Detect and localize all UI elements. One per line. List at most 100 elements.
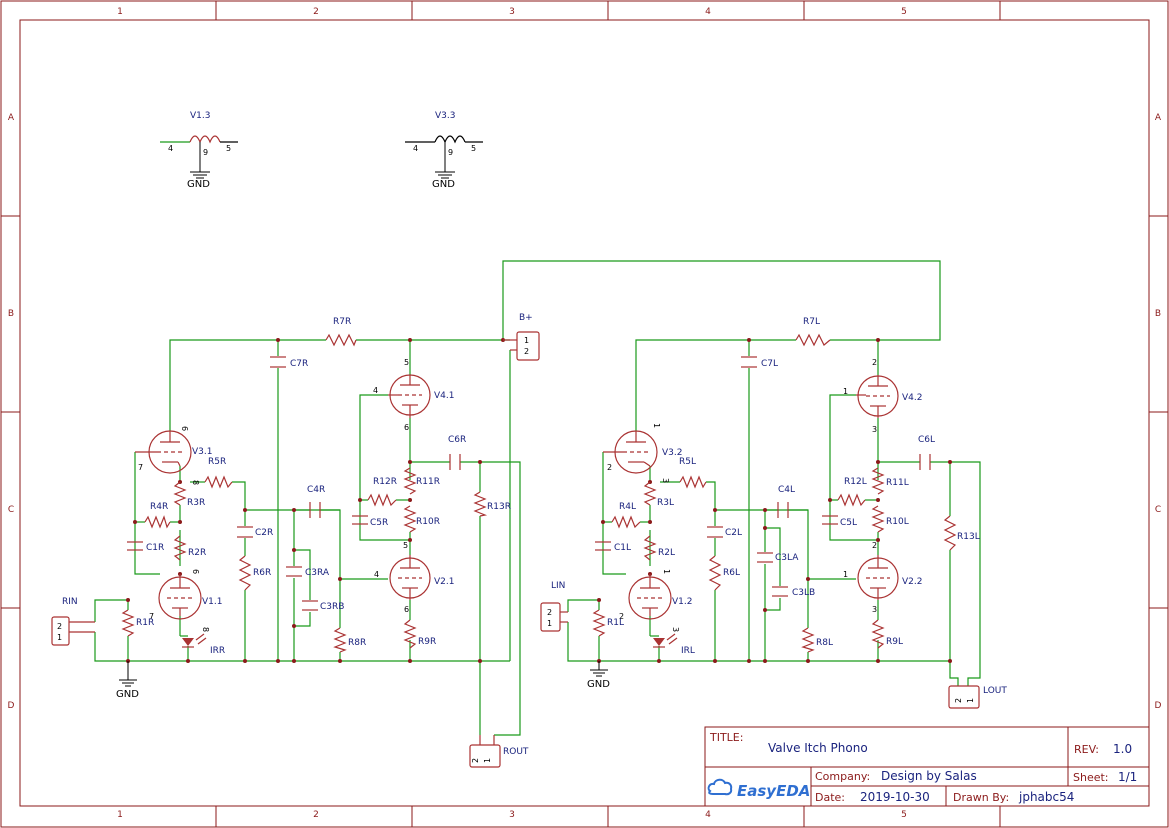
connector-rout[interactable]: ROUT 2 1	[469, 735, 529, 768]
junction-dots	[126, 338, 952, 663]
tube-v1-2[interactable]: V1.2 1 2 3	[619, 569, 692, 632]
part-ref: C5L	[840, 518, 857, 528]
capacitor-c3rb[interactable]: C3RB	[302, 600, 344, 612]
capacitor-c1l[interactable]: C1L	[595, 541, 631, 553]
company-label: Company:	[815, 770, 870, 783]
pin-label: 3	[671, 627, 680, 632]
part-ref: C4L	[778, 485, 795, 495]
part-ref: R9L	[886, 637, 903, 647]
col-label-1-bottom: 1	[117, 810, 123, 820]
row-label-b: B	[8, 309, 14, 319]
capacitor-c7r[interactable]: C7R	[270, 356, 308, 369]
connector-lout[interactable]: LOUT 2 1	[948, 685, 1007, 709]
pin-label: 1	[662, 569, 671, 574]
resistor-r8r[interactable]: R8R	[333, 627, 366, 653]
left-channel-wires	[567, 339, 981, 686]
heater-pin-c: 9	[203, 148, 208, 157]
resistor-r7l[interactable]: R7L	[795, 317, 831, 347]
col-label-5-bottom: 5	[901, 810, 907, 820]
pin-label: 1	[652, 423, 661, 428]
capacitor-c4l[interactable]: C4L	[777, 485, 795, 518]
resistor-r2r[interactable]: R2R	[173, 535, 206, 561]
capacitor-c5l[interactable]: C5L	[822, 515, 857, 528]
resistor-r6r[interactable]: R6R	[238, 555, 271, 591]
capacitor-c3ra[interactable]: C3RA	[286, 566, 330, 578]
pin-label: 2	[57, 622, 62, 631]
capacitor-c5r[interactable]: C5R	[352, 515, 388, 528]
resistor-r13r[interactable]: R13R	[473, 491, 511, 517]
cloud-icon	[707, 778, 733, 796]
resistor-r11l[interactable]: R11L	[871, 467, 909, 495]
resistor-r6l[interactable]: R6L	[708, 555, 740, 591]
pin-label: 7	[149, 612, 154, 621]
rev-label: REV:	[1074, 743, 1099, 756]
capacitor-c4r[interactable]: C4R	[307, 485, 325, 518]
col-label-5: 5	[901, 7, 907, 17]
part-ref: R6L	[723, 568, 740, 578]
pin-label: 6	[404, 423, 409, 432]
column-labels-bottom: 1 2 3 4 5	[117, 810, 907, 820]
resistor-r9l[interactable]: R9L	[871, 619, 903, 649]
capacitor-c7l[interactable]: C7L	[741, 356, 778, 369]
part-ref: R12L	[844, 477, 867, 487]
resistor-r3l[interactable]: R3L	[643, 481, 674, 508]
capacitor-c3la[interactable]: C3LA	[757, 552, 799, 563]
capacitor-c6r[interactable]: C6R	[448, 435, 466, 470]
resistor-r10l[interactable]: R10L	[871, 505, 909, 533]
resistor-r10r[interactable]: R10R	[403, 505, 440, 533]
title-label: TITLE:	[709, 731, 743, 744]
resistor-r4r[interactable]: R4R	[144, 502, 171, 529]
gnd-label: GND	[116, 689, 139, 700]
connector-lin[interactable]: LIN 2 1	[540, 581, 568, 632]
tube-v1-1[interactable]: V1.1 6 7 8	[149, 569, 222, 632]
resistor-r9r[interactable]: R9R	[403, 619, 436, 649]
capacitor-c2r[interactable]: C2R	[237, 526, 273, 538]
resistor-r3r[interactable]: R3R	[173, 481, 205, 508]
resistor-r2l[interactable]: R2L	[643, 535, 675, 561]
part-ref: C3LB	[792, 588, 815, 598]
pin-label: 6	[180, 426, 189, 431]
resistor-r5l[interactable]: R5L	[679, 457, 707, 489]
resistor-r8l[interactable]: R8L	[801, 627, 833, 653]
tube-v4-1[interactable]: V4.1 5 4 6	[373, 358, 454, 432]
resistor-r12r[interactable]: R12R	[367, 477, 397, 507]
easyeda-logo: EasyEDA	[707, 778, 810, 800]
tube-v3-2[interactable]: V3.2 1 2 3	[603, 423, 682, 483]
heater-v1-3[interactable]: V1.3 4 5 9 GND	[160, 111, 238, 190]
resistor-r12l[interactable]: R12L	[837, 477, 867, 507]
col-label-4: 4	[705, 7, 711, 17]
tube-v4-2[interactable]: V4.2 2 1 3	[843, 358, 922, 434]
resistor-r1l[interactable]: R1L	[592, 609, 624, 637]
resistor-r1r[interactable]: R1R	[121, 609, 154, 637]
pin-label: 6	[191, 569, 200, 574]
part-ref: C4R	[307, 485, 325, 495]
connector-b-plus[interactable]: B+ 1 2	[503, 313, 540, 361]
capacitor-c2l[interactable]: C2L	[707, 526, 742, 538]
led-irr[interactable]: IRR	[182, 633, 225, 656]
resistor-r13l[interactable]: R13L	[943, 515, 980, 551]
capacitor-c1r[interactable]: C1R	[127, 541, 164, 553]
part-ref: V4.2	[902, 393, 922, 403]
resistor-r5r[interactable]: R5R	[204, 457, 233, 489]
resistor-r7r[interactable]: R7R	[325, 317, 357, 347]
resistor-r11r[interactable]: R11R	[403, 467, 440, 495]
part-ref: V4.1	[434, 391, 454, 401]
pin-label: 2	[607, 463, 612, 472]
tube-v2-1[interactable]: V2.1 5 4 6	[374, 541, 454, 614]
heater-v3-3[interactable]: V3.3 4 5 9 GND	[405, 111, 483, 190]
logo-text: EasyEDA	[737, 782, 810, 800]
capacitor-c3lb[interactable]: C3LB	[772, 586, 815, 598]
resistor-r4l[interactable]: R4L	[611, 502, 641, 529]
capacitor-c6l[interactable]: C6L	[918, 435, 935, 470]
tube-v3-1[interactable]: V3.1 6 7 8	[135, 426, 212, 485]
led-irl[interactable]: IRL	[653, 633, 695, 656]
tube-v2-2[interactable]: V2.2 2 1 3	[843, 541, 922, 614]
part-ref: R12R	[373, 477, 397, 487]
part-ref: C3RB	[320, 602, 344, 612]
pin-label: 3	[661, 478, 670, 483]
right-channel-wires	[94, 260, 941, 736]
connector-rin[interactable]: RIN 2 1	[51, 597, 95, 646]
part-ref: R8R	[348, 638, 366, 648]
